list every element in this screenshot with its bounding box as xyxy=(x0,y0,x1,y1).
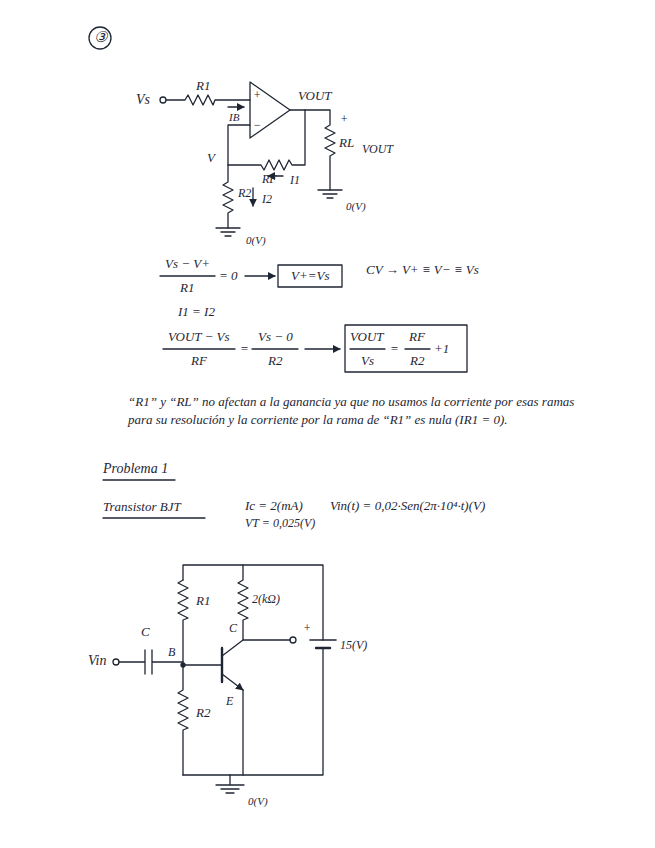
pin-label: + xyxy=(253,89,261,103)
resistor-label: R1 xyxy=(196,79,210,94)
signal-name: Vs xyxy=(136,92,150,108)
resistor-label: R1 xyxy=(196,594,210,609)
capacitor-label: C xyxy=(141,625,150,640)
resistor-label: R2 xyxy=(238,187,251,201)
equation-term: = 0 xyxy=(219,269,238,284)
equation-lines xyxy=(103,265,467,518)
ground-label: 0(V) xyxy=(246,234,266,247)
equation-term: VOUT − Vs xyxy=(168,330,230,345)
equation-result: V+=Vs xyxy=(291,269,330,284)
equation-note: CV → V+ ≡ V− ≡ Vs xyxy=(366,263,479,278)
current-label: I1 xyxy=(290,174,300,188)
signal-name: Vin xyxy=(88,653,106,669)
signal-name: VOUT xyxy=(362,143,393,157)
resistor-label: RL xyxy=(339,136,354,151)
equation-term: R2 xyxy=(268,354,282,369)
pin-label: C xyxy=(229,622,237,636)
equation-result: R2 xyxy=(410,354,424,369)
pin-label: E xyxy=(226,695,233,709)
equation-term: Vs − V+ xyxy=(165,257,210,272)
current-label: I2 xyxy=(262,193,272,207)
section-heading: Transistor BJT xyxy=(103,500,181,515)
equation-term: Vs − 0 xyxy=(258,330,293,345)
resistor-label: R2 xyxy=(196,706,210,721)
section-heading: Problema 1 xyxy=(103,461,168,477)
given-value: Vin(t) = 0,02·Sen(2π·10⁴·t)(V) xyxy=(330,499,485,514)
ground-label: 0(V) xyxy=(346,200,366,213)
equation-result: Vs xyxy=(361,354,374,369)
callout-number: ③ xyxy=(94,29,107,46)
resistor-label: 2(kΩ) xyxy=(252,593,280,607)
given-value: VT = 0,025(V) xyxy=(245,517,315,531)
bjt-circuit xyxy=(113,565,336,793)
number-circle xyxy=(89,27,111,49)
node-label: V xyxy=(207,151,215,166)
polarity-mark: + xyxy=(303,622,311,636)
note-text: “R1” y “RL” no afectan a la ganancia ya … xyxy=(128,393,598,429)
equation-result: RF xyxy=(409,330,425,345)
opamp-circuit xyxy=(160,82,342,236)
equation-term: I1 = I2 xyxy=(178,305,215,320)
polarity-mark: + xyxy=(340,113,348,127)
signal-name: VOUT xyxy=(298,89,332,104)
pin-label: B xyxy=(168,646,175,660)
voltage-label: 15(V) xyxy=(340,639,367,653)
equation-result: +1 xyxy=(434,342,449,357)
resistor-label: RF xyxy=(262,173,277,187)
current-label: IB xyxy=(229,111,239,124)
equation-result: VOUT xyxy=(350,330,384,345)
equation-term: = xyxy=(240,342,249,357)
ground-label: 0(V) xyxy=(248,795,268,808)
equation-result: = xyxy=(390,342,399,357)
equation-term: R1 xyxy=(180,281,194,296)
equation-term: RF xyxy=(191,354,207,369)
pin-label: − xyxy=(253,119,261,133)
given-value: Ic = 2(mA) xyxy=(245,499,303,514)
